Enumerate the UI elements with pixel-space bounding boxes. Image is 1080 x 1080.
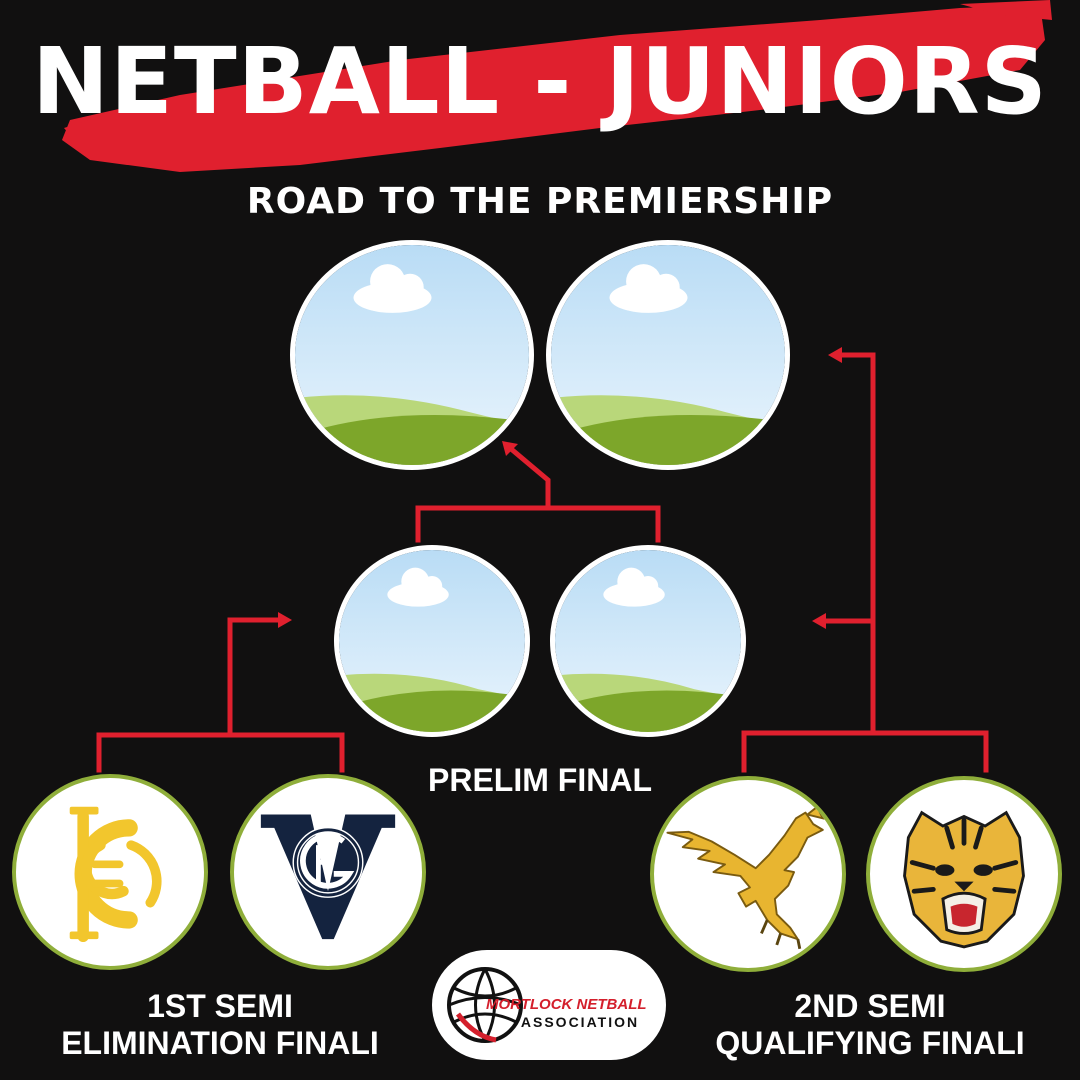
badge-title: MORTLOCK NETBALL xyxy=(486,996,647,1013)
badge-subtitle: ASSOCIATION xyxy=(520,1014,640,1030)
netball-icon xyxy=(447,967,523,1043)
landscape-placeholder-icon xyxy=(555,550,741,732)
arrow-up-left-icon xyxy=(502,441,518,456)
page-subtitle: ROAD TO THE PREMIERSHIP xyxy=(246,181,834,222)
first-semi-label: 1ST SEMI ELIMINATION FINALI xyxy=(20,988,420,1062)
arrow-left-icon xyxy=(828,347,842,363)
first-semi-title: 1ST SEMI xyxy=(147,988,293,1024)
arrow-right-icon xyxy=(278,612,292,628)
team-logo-tigers xyxy=(866,776,1062,972)
page-title: NETBALL - JUNIORS xyxy=(32,28,1048,135)
prelim-final-slot-2 xyxy=(550,545,746,737)
first-semi-subtitle: ELIMINATION FINALI xyxy=(61,1024,379,1061)
landscape-placeholder-icon xyxy=(551,245,785,465)
team-logo-eagles xyxy=(650,776,846,972)
second-semi-subtitle: QUALIFYING FINALI xyxy=(715,1024,1025,1061)
second-semi-title: 2ND SEMI xyxy=(794,988,946,1024)
second-semi-label: 2ND SEMI QUALIFYING FINALI xyxy=(670,988,1070,1062)
cfc-monogram-logo xyxy=(69,806,162,943)
landscape-placeholder-icon xyxy=(339,550,525,732)
prelim-final-label: PRELIM FINAL xyxy=(428,762,652,798)
tiger-logo xyxy=(903,810,1025,949)
grand-final-slot-2 xyxy=(546,240,790,470)
vgfc-logo xyxy=(260,814,396,940)
prelim-final-slot-1 xyxy=(334,545,530,737)
arrow-left-icon xyxy=(812,613,826,629)
team-logo-cfc xyxy=(12,774,208,970)
landscape-placeholder-icon xyxy=(295,245,529,465)
grand-final-slot-1 xyxy=(290,240,534,470)
red-brush-stroke xyxy=(62,0,1052,172)
association-badge xyxy=(432,950,666,1060)
eagle-logo xyxy=(666,805,825,950)
team-logo-vgfc xyxy=(230,774,426,970)
